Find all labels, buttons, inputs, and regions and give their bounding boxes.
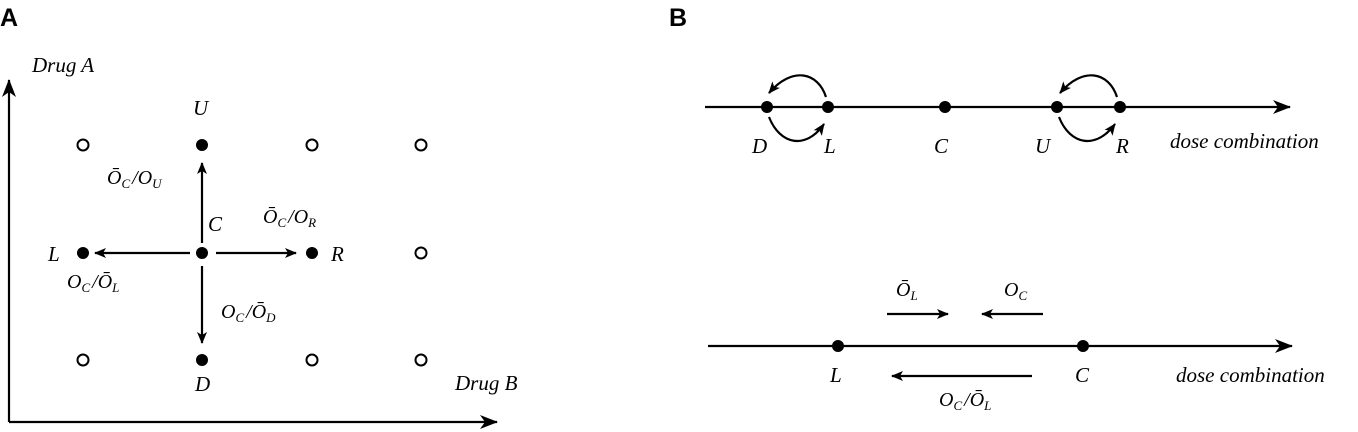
bottom-point-l	[832, 340, 844, 352]
panel-b: B D L C U R dose combination L C dose co…	[669, 4, 1325, 413]
open-dose-point	[305, 353, 319, 367]
node-label-d: D	[194, 372, 210, 396]
bottom-axis-label: dose combination	[1176, 363, 1325, 387]
dose-point-l	[77, 247, 89, 259]
x-axis-label: Drug B	[454, 371, 518, 395]
ratio-label-down: OC/ŌD	[221, 301, 276, 325]
ratio-label-right: ŌC/OR	[263, 206, 316, 230]
curve-arrow-l-to-d	[768, 74, 828, 98]
top-label-u: U	[1035, 134, 1052, 158]
label-short-left: OC	[1004, 279, 1027, 303]
top-point-l	[822, 101, 834, 113]
top-point-c	[939, 101, 951, 113]
ratio-label-up: ŌC/OU	[107, 167, 163, 191]
open-dose-point	[305, 138, 319, 152]
top-label-l: L	[823, 134, 836, 158]
curve-arrow-r-to-u	[1059, 74, 1119, 98]
label-short-right: ŌL	[896, 279, 918, 303]
top-label-d: D	[751, 134, 767, 158]
top-axis-label: dose combination	[1170, 129, 1319, 153]
curve-arrow-d-to-l	[767, 116, 825, 142]
top-label-r: R	[1115, 134, 1129, 158]
dose-point-d	[196, 354, 208, 366]
dose-grid	[76, 138, 428, 367]
panel-a: A Drug A Drug B U C L R	[0, 4, 518, 429]
node-label-l: L	[47, 242, 60, 266]
bottom-label-c: C	[1075, 363, 1090, 387]
dose-point-u	[196, 139, 208, 151]
y-axis-label: Drug A	[31, 53, 94, 77]
top-point-u	[1051, 101, 1063, 113]
node-label-r: R	[330, 242, 344, 266]
top-label-c: C	[934, 134, 949, 158]
open-dose-point	[414, 353, 428, 367]
node-label-u: U	[193, 96, 210, 120]
bottom-point-c	[1077, 340, 1089, 352]
panel-b-letter: B	[669, 4, 687, 32]
label-long-arrow: OC/ŌL	[939, 389, 991, 413]
bottom-label-l: L	[829, 363, 842, 387]
open-dose-point	[414, 138, 428, 152]
ratio-label-left: OC/ŌL	[67, 271, 119, 295]
open-dose-point	[76, 138, 90, 152]
node-label-c: C	[208, 212, 223, 236]
open-dose-point	[76, 353, 90, 367]
top-point-r	[1114, 101, 1126, 113]
curve-arrow-u-to-r	[1057, 116, 1116, 142]
dose-point-c	[196, 247, 208, 259]
panel-a-letter: A	[0, 4, 18, 32]
top-point-d	[761, 101, 773, 113]
open-dose-point	[414, 246, 428, 260]
dose-point-r	[306, 247, 318, 259]
